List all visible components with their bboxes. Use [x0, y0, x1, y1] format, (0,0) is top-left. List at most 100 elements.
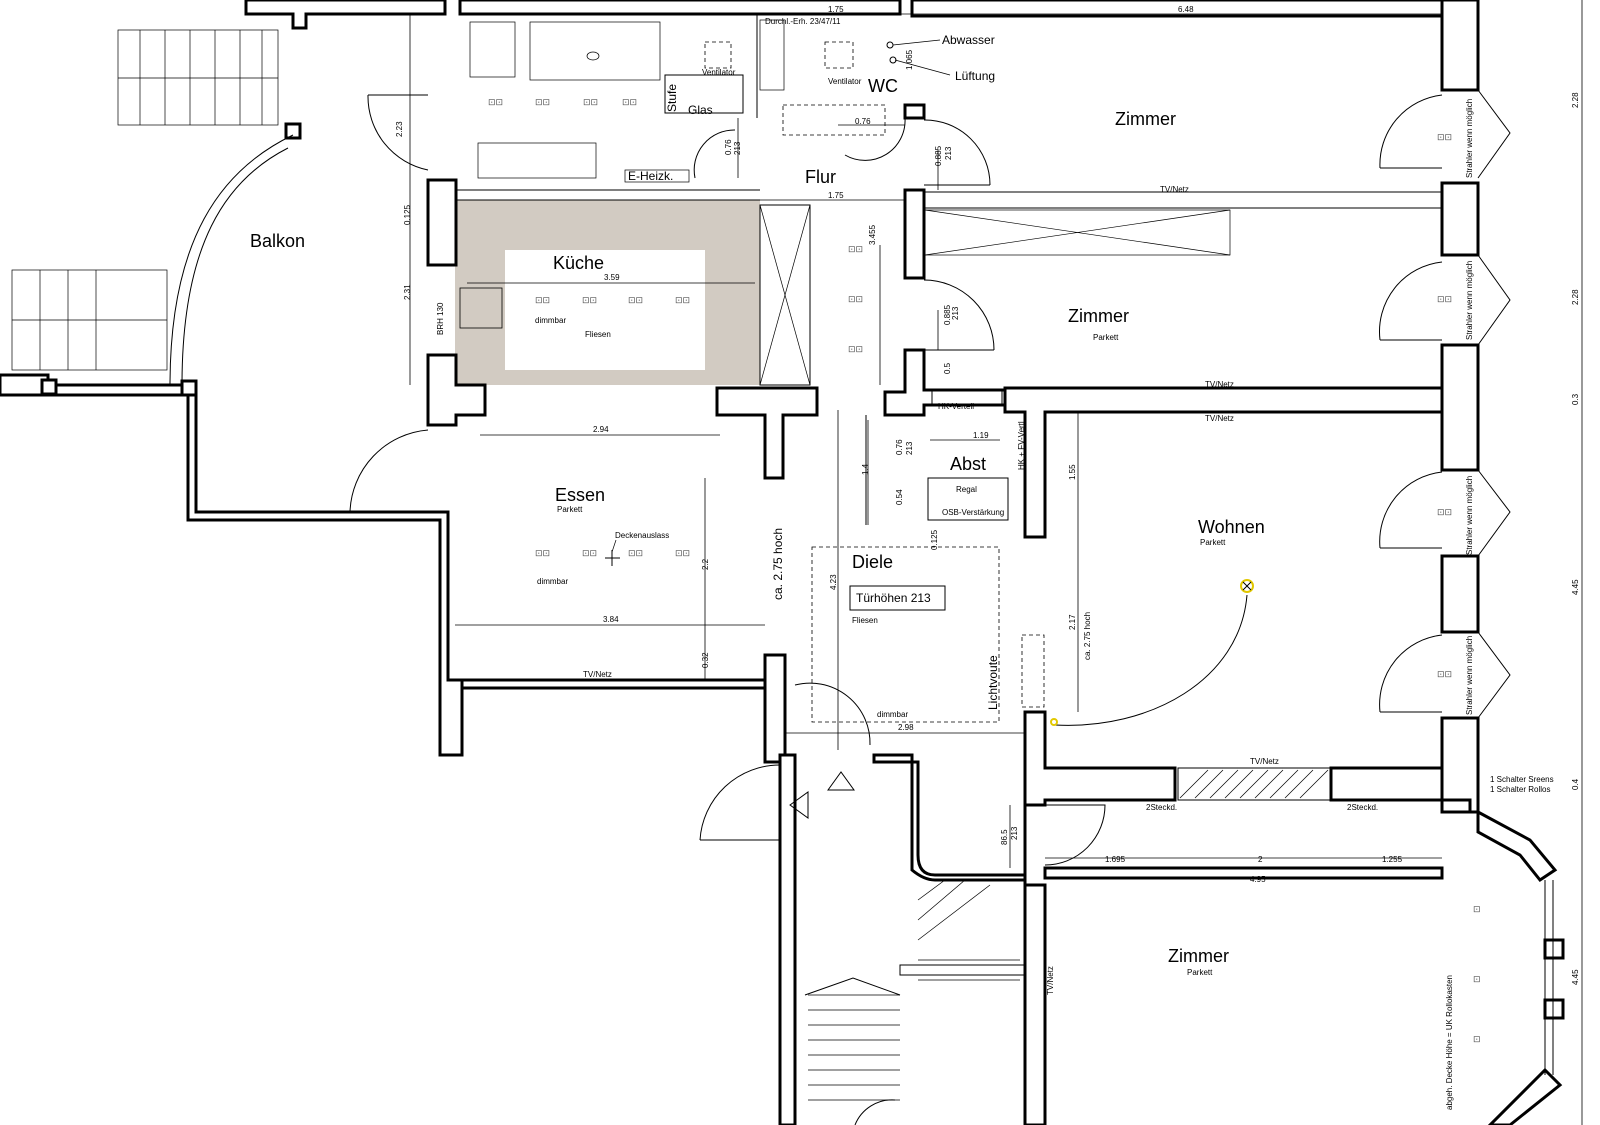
svg-text:6.48: 6.48 — [1178, 5, 1194, 14]
outlet-symbols: ⊡⊡⊡⊡⊡⊡⊡⊡ ⊡⊡⊡⊡⊡⊡⊡⊡ ⊡⊡⊡⊡⊡⊡ ⊡⊡⊡⊡⊡⊡⊡⊡ ⊡⊡⊡⊡⊡⊡… — [488, 97, 1481, 1044]
ventilator-outline-1 — [704, 41, 732, 69]
svg-text:⊡⊡: ⊡⊡ — [488, 97, 503, 107]
label-regal: Regal — [956, 485, 977, 494]
svg-text:0.54: 0.54 — [895, 489, 904, 505]
window-group-4 — [1379, 631, 1511, 719]
label-tv-netz-6: TV/Netz — [1046, 966, 1055, 995]
right-pier-4 — [1440, 716, 1480, 814]
svg-text:⊡⊡: ⊡⊡ — [848, 294, 863, 304]
tuerhoehen-box — [849, 585, 946, 611]
svg-text:1.19: 1.19 — [973, 431, 989, 440]
window-group-1 — [1379, 89, 1511, 179]
lichtvoute-outline — [1021, 634, 1045, 708]
label-ca-275-hoch-small: ca. 2.75 hoch — [1083, 612, 1092, 660]
label-osb: OSB-Verstärkung — [942, 508, 1004, 517]
svg-text:0.32: 0.32 — [701, 652, 710, 668]
label-schalter-2: 1 Schalter Rollos — [1490, 785, 1550, 794]
room-label-zimmer-mid: Zimmer — [1068, 306, 1129, 326]
svg-text:213: 213 — [1010, 826, 1019, 840]
svg-text:213: 213 — [944, 146, 953, 160]
abwasser-pipe — [886, 41, 894, 49]
label-lueftung: Lüftung — [955, 69, 995, 83]
svg-text:⊡⊡: ⊡⊡ — [1437, 507, 1452, 517]
sink-fixture — [469, 21, 516, 78]
wohnen-floor: Parkett — [1200, 538, 1226, 547]
svg-text:4.23: 4.23 — [829, 574, 838, 590]
svg-text:0.125: 0.125 — [930, 529, 939, 550]
svg-text:3.59: 3.59 — [604, 273, 620, 282]
svg-text:0.3: 0.3 — [1571, 393, 1580, 405]
svg-text:2.2: 2.2 — [701, 558, 710, 570]
label-ventilator-1: Ventilator — [702, 68, 736, 77]
room-label-wohnen: Wohnen — [1198, 517, 1265, 537]
lamp-icon-cross-2 — [1242, 581, 1252, 591]
dimension-texts: 1.75 6.48 2.23 0.125 2.31 3.59 2.94 0.76… — [395, 5, 1580, 985]
bay-pier-2 — [1543, 998, 1565, 1020]
label-steckd-1: 2Steckd. — [1146, 803, 1177, 812]
abwasser-leader — [892, 39, 941, 46]
svg-text:⊡⊡: ⊡⊡ — [535, 97, 550, 107]
room-label-flur: Flur — [805, 167, 836, 187]
kitchen-sink — [459, 287, 503, 329]
bay-pier-1 — [1543, 938, 1565, 960]
essen-floor: Parkett — [557, 505, 583, 514]
room-label-diele: Diele — [852, 552, 893, 572]
hatch-pattern — [1179, 769, 1329, 799]
label-lichtvoute: Lichtvoute — [986, 655, 1000, 710]
svg-text:0.885: 0.885 — [943, 304, 952, 325]
svg-text:3.84: 3.84 — [603, 615, 619, 624]
label-hk-vert2: HK + FV-Vertl — [1017, 421, 1026, 470]
balkon-post-right — [180, 379, 198, 397]
dimension-lines — [409, 13, 1442, 879]
kitchen-island-cutout — [505, 250, 705, 370]
label-strahler-3: Strahler wenn möglich — [1465, 476, 1474, 555]
durchl-box — [759, 19, 785, 91]
flur-zimmer-wall-2 — [883, 348, 1007, 417]
svg-text:1.065: 1.065 — [905, 49, 914, 70]
zimmer-bottom-floor: Parkett — [1187, 968, 1213, 977]
label-strahler-1: Strahler wenn möglich — [1465, 99, 1474, 178]
svg-text:⊡⊡: ⊡⊡ — [848, 344, 863, 354]
entry-door-swing — [699, 764, 781, 841]
svg-text:⊡⊡: ⊡⊡ — [622, 97, 637, 107]
svg-text:213: 213 — [733, 141, 742, 155]
kitchen-closet — [759, 204, 811, 386]
svg-text:2.23: 2.23 — [395, 121, 404, 137]
label-glas: Glas — [688, 103, 713, 117]
balkon-stairs-left — [11, 269, 168, 371]
staircase — [804, 879, 1026, 1125]
svg-text:0.76: 0.76 — [724, 139, 733, 155]
label-rollokasten: abgeh. Decke Höhe = UK Rollokasten — [1445, 975, 1454, 1110]
bath-door-swing — [367, 94, 429, 171]
svg-text:0.885: 0.885 — [934, 145, 943, 166]
svg-text:⊡⊡: ⊡⊡ — [848, 244, 863, 254]
room-label-zimmer-bottom: Zimmer — [1168, 946, 1229, 966]
svg-text:⊡⊡: ⊡⊡ — [535, 548, 550, 558]
svg-text:⊡⊡: ⊡⊡ — [628, 548, 643, 558]
flur-door-swing-1 — [693, 129, 736, 179]
balkon-curve — [169, 134, 294, 386]
svg-text:2.94: 2.94 — [593, 425, 609, 434]
svg-text:⊡: ⊡ — [1473, 904, 1481, 914]
label-tv-netz-1: TV/Netz — [1160, 185, 1189, 194]
room-label-zimmer-top: Zimmer — [1115, 109, 1176, 129]
closet-x-2 — [759, 204, 811, 386]
svg-text:⊡⊡: ⊡⊡ — [1437, 669, 1452, 679]
svg-text:⊡⊡: ⊡⊡ — [675, 295, 690, 305]
bottom-right-zimmer-wall — [1043, 866, 1444, 880]
kitchen-left-wall-bottom — [426, 353, 487, 427]
label-stufe: Stufe — [665, 84, 679, 112]
window-group-3 — [1379, 469, 1511, 557]
stufe-box — [664, 74, 744, 114]
kueche-floor: Fliesen — [585, 330, 611, 339]
stair-enclosure — [872, 753, 1047, 1125]
label-brh: BRH 130 — [436, 302, 445, 335]
zimmer-bottom-door-swing — [1044, 804, 1106, 866]
svg-text:0.76: 0.76 — [855, 117, 871, 126]
svg-text:⊡⊡: ⊡⊡ — [628, 295, 643, 305]
bathtub-drain — [586, 51, 600, 61]
diele-door-swing — [794, 682, 871, 746]
right-pier-3 — [1440, 554, 1480, 634]
top-wall-left — [244, 0, 447, 30]
